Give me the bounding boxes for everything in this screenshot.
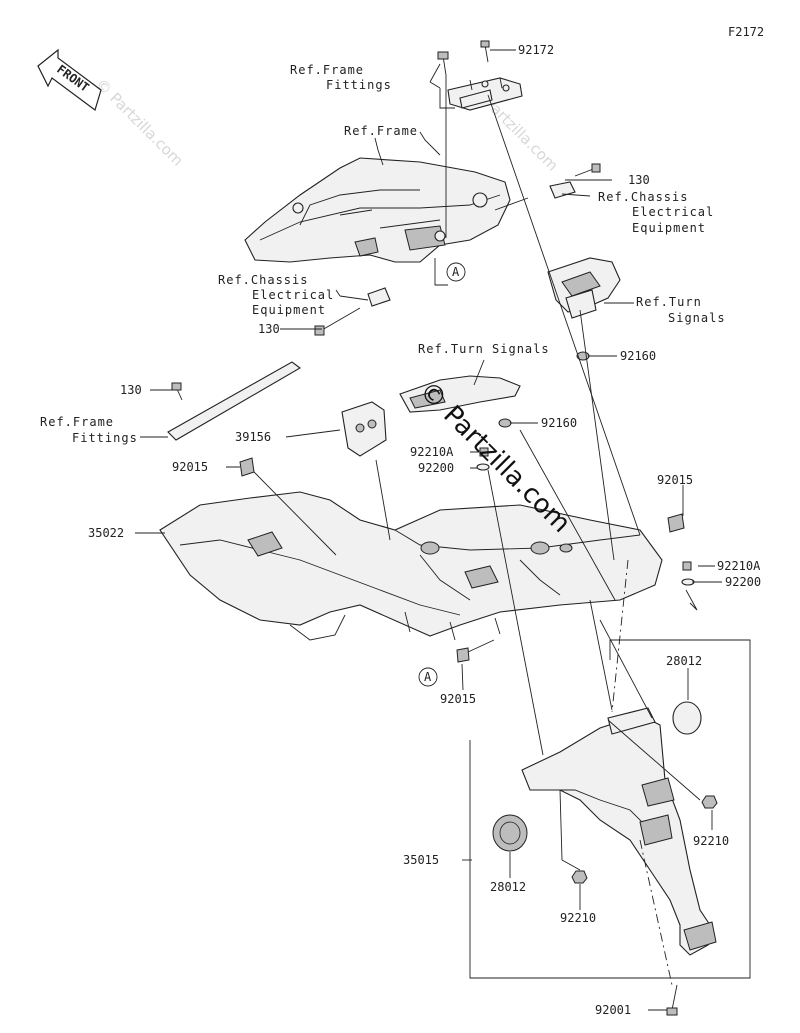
nut-icon (701, 795, 718, 809)
ref-turn-signals-right: Ref.Turn (636, 295, 702, 309)
bolt-icon (480, 40, 490, 63)
washer-icon (498, 418, 512, 428)
nut-icon (571, 870, 588, 884)
part-number-92160: 92160 (541, 416, 577, 430)
frame-fitting-strip-ref (167, 361, 301, 441)
part-number-92210: 92210 (560, 911, 596, 925)
bolt-icon (666, 984, 678, 1016)
watermark-text: © Partzilla.com (92, 75, 187, 170)
part-number-92001: 92001 (595, 1003, 631, 1017)
rear-frame-ref (244, 157, 511, 263)
ref-frame-fittings-left: Fittings (72, 431, 138, 445)
reflector-icon (492, 814, 528, 852)
bolt-icon (437, 51, 449, 76)
part-number-92015: 92015 (172, 460, 208, 474)
part-number-92160: 92160 (620, 349, 656, 363)
part-number-35015: 35015 (403, 853, 439, 867)
turn-signal-mid-ref (399, 375, 521, 413)
part-number-92200: 92200 (725, 575, 761, 589)
ref-turn-signals-mid: Ref.Turn Signals (418, 342, 550, 356)
callout-a-marker: A (446, 262, 466, 282)
collar-icon (239, 457, 255, 477)
washer-icon (476, 463, 490, 471)
collar-icon (456, 647, 470, 663)
clamp-icon (549, 163, 601, 199)
reflector-icon (672, 701, 702, 735)
ref-frame-fittings-top: Fittings (326, 78, 392, 92)
ref-frame-fittings-left: Ref.Frame (40, 415, 114, 429)
part-number-130: 130 (258, 322, 280, 336)
ref-turn-signals-right: Signals (668, 311, 726, 325)
clamp-icon (314, 287, 391, 336)
front-arrow-icon: FRONT (37, 48, 102, 111)
under-tray-part (159, 491, 663, 641)
part-number-130: 130 (120, 383, 142, 397)
ref-chassis-electrical-left: Ref.Chassis (218, 273, 308, 287)
part-number-92210A: 92210A (717, 559, 761, 573)
callout-a-label: A (424, 670, 432, 684)
diagram-code: F2172 (728, 25, 764, 39)
part-number-92200: 92200 (418, 461, 454, 475)
part-number-39156: 39156 (235, 430, 271, 444)
ref-chassis-electrical-left: Equipment (252, 303, 326, 317)
callout-a-marker: A (418, 667, 438, 687)
ref-frame: Ref.Frame (344, 124, 418, 138)
part-number-92172: 92172 (518, 43, 554, 57)
part-number-130: 130 (628, 173, 650, 187)
nut-icon (682, 561, 692, 571)
ref-chassis-electrical-right: Electrical (632, 205, 714, 219)
part-number-92210A: 92210A (410, 445, 454, 459)
rear-fender-part (521, 707, 717, 956)
part-labels: 92172 130 130 130 92160 92160 39156 9221… (88, 43, 761, 1017)
ref-chassis-electrical-right: Equipment (632, 221, 706, 235)
part-number-92015: 92015 (440, 692, 476, 706)
ref-chassis-electrical-left: Electrical (252, 288, 334, 302)
leader-lines (135, 49, 722, 1011)
reference-labels: Ref.Frame Fittings Ref.Frame Ref.Chassis… (40, 63, 726, 445)
part-number-28012: 28012 (490, 880, 526, 894)
group-box (469, 639, 751, 979)
part-number-28012: 28012 (666, 654, 702, 668)
ref-frame-fittings-top: Ref.Frame (290, 63, 364, 77)
part-number-92015: 92015 (657, 473, 693, 487)
part-number-92210: 92210 (693, 834, 729, 848)
pad-part (341, 401, 387, 457)
callout-a-label: A (452, 265, 460, 279)
ref-chassis-electrical-right: Ref.Chassis (598, 190, 688, 204)
turn-signal-right-ref (547, 257, 621, 319)
top-bracket-ref (447, 77, 523, 111)
part-number-35022: 35022 (88, 526, 124, 540)
collar-icon (667, 513, 685, 533)
